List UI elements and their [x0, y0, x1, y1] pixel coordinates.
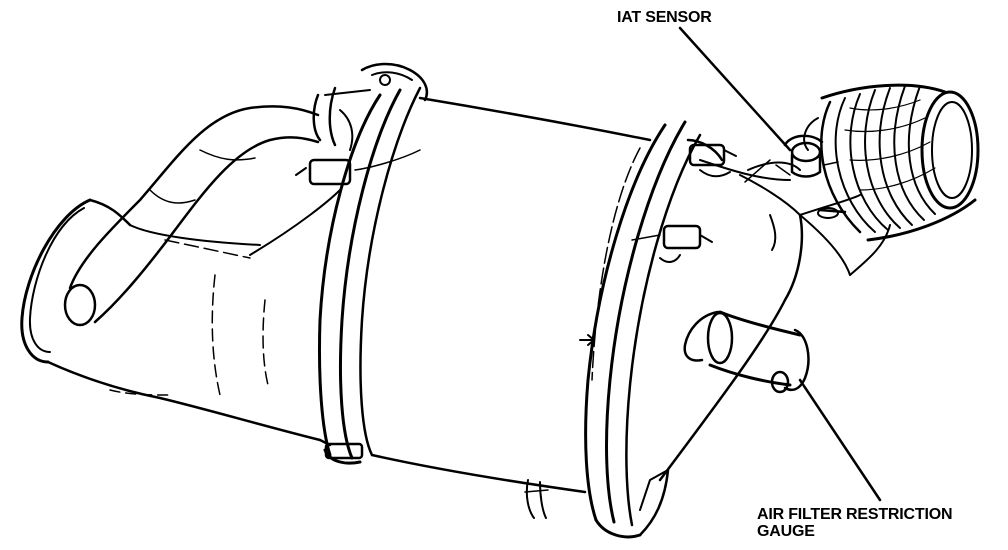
curved-tube [63, 105, 320, 327]
leader-line-iat-sensor [678, 26, 792, 152]
clamp-ring-left [295, 62, 429, 465]
air-filter-gauge-label-line2: GAUGE [757, 523, 815, 540]
leader-line-gauge [798, 378, 882, 502]
inlet-horn [20, 198, 322, 442]
air-filter-gauge-label: AIR FILTER RESTRICTION GAUGE [757, 506, 952, 540]
air-filter-gauge-label-line1: AIR FILTER RESTRICTION [757, 506, 953, 523]
filter-canister [354, 96, 652, 494]
clamp-ring-right [524, 120, 737, 539]
iat-sensor [775, 134, 839, 178]
air-filter-restriction-gauge [683, 310, 810, 394]
corrugated-intake-duct [803, 83, 980, 242]
outlet-section [658, 159, 891, 482]
iat-sensor-label: IAT SENSOR [617, 9, 712, 26]
